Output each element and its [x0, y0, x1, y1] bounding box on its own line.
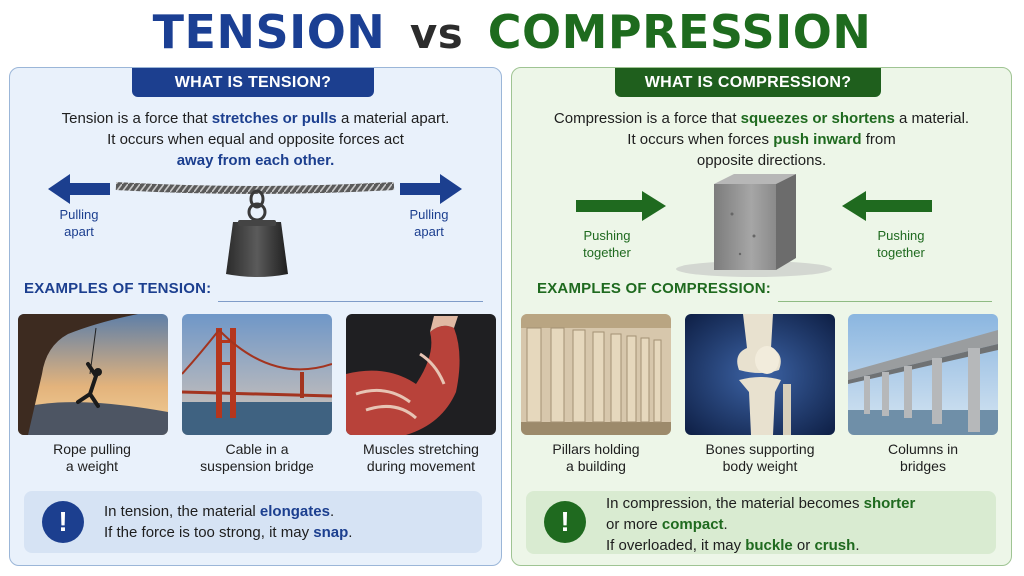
- compression-left-label-line: together: [583, 245, 631, 260]
- caption-line: a weight: [65, 458, 119, 474]
- right-pull-arrow-icon: [400, 174, 462, 204]
- note-highlight: compact: [661, 516, 724, 533]
- note-text: If the force is too strong, it may: [104, 524, 314, 541]
- caption-line: during movement: [366, 458, 476, 474]
- left-pull-arrow-icon: [48, 174, 110, 204]
- concrete-block-illustration: [676, 174, 832, 277]
- compression-left-label: Pushing together: [570, 227, 644, 261]
- compression-right-label-line: together: [877, 245, 925, 260]
- exclamation-icon: !: [544, 501, 586, 543]
- caption-line: Pillars holding: [552, 441, 640, 457]
- tension-right-label-line: apart: [414, 224, 444, 239]
- tension-left-label-line: Pulling: [59, 207, 99, 222]
- compression-def-text: opposite directions.: [696, 152, 827, 169]
- note-highlight: buckle: [745, 537, 793, 554]
- compression-def-text: a material.: [894, 110, 970, 127]
- note-highlight: shorter: [863, 495, 916, 512]
- right-push-arrow-icon: [842, 191, 932, 221]
- compression-def-text: It occurs when forces: [627, 131, 774, 148]
- caption-line: Muscles stretching: [363, 441, 479, 457]
- caption-line: Rope pulling: [53, 441, 131, 457]
- tension-panel: WHAT IS TENSION? Tension is a force that…: [9, 67, 502, 566]
- compression-def-highlight: squeezes or shortens: [740, 110, 895, 127]
- compression-header: WHAT IS COMPRESSION?: [615, 68, 881, 97]
- title-vs: vs: [409, 9, 464, 58]
- note-text: .: [723, 516, 728, 533]
- note-text: or: [792, 537, 815, 554]
- tension-note-text: In tension, the material elongates. If t…: [104, 501, 352, 543]
- compression-example-caption: Columns in bridges: [843, 441, 1003, 475]
- note-text: .: [348, 524, 353, 541]
- compression-def-text: from: [861, 131, 896, 148]
- caption-line: bridges: [900, 458, 946, 474]
- compression-examples-heading: EXAMPLES OF COMPRESSION:: [537, 280, 771, 297]
- knee-bones-image: [685, 314, 835, 435]
- caption-line: Cable in a: [225, 441, 289, 457]
- suspension-bridge-image: [182, 314, 332, 435]
- note-text: or more: [606, 516, 662, 533]
- note-text: If overloaded, it may: [606, 537, 746, 554]
- exclamation-icon: !: [42, 501, 84, 543]
- compression-example-caption: Bones supporting body weight: [680, 441, 840, 475]
- note-text: In compression, the material becomes: [606, 495, 864, 512]
- compression-example-caption: Pillars holding a building: [516, 441, 676, 475]
- rope-weight-illustration: [115, 182, 395, 277]
- note-text: .: [855, 537, 860, 554]
- note-text: .: [329, 503, 335, 520]
- tension-examples-heading: EXAMPLES OF TENSION:: [24, 280, 212, 297]
- left-push-arrow-icon: [576, 191, 666, 221]
- tension-def-text: a material apart.: [336, 110, 450, 127]
- compression-def-text: Compression is a force that: [553, 110, 741, 127]
- note-highlight: elongates: [259, 503, 330, 520]
- compression-def-highlight: push inward: [773, 131, 862, 148]
- title-tension: TENSION: [152, 5, 386, 59]
- tension-header: WHAT IS TENSION?: [132, 68, 374, 97]
- caption-line: suspension bridge: [200, 458, 314, 474]
- note-text: In tension, the material: [104, 503, 260, 520]
- compression-note-text: In compression, the material becomes sho…: [606, 493, 915, 556]
- compression-right-label-line: Pushing: [877, 228, 925, 243]
- caption-line: Columns in: [887, 441, 959, 457]
- tension-left-label-line: apart: [64, 224, 94, 239]
- caption-line: body weight: [722, 458, 798, 474]
- compression-note: ! In compression, the material becomes s…: [526, 491, 996, 554]
- tension-def-text: It occurs when equal and opposite forces…: [107, 131, 404, 148]
- tension-right-label: Pulling apart: [396, 206, 462, 240]
- tension-left-label: Pulling apart: [46, 206, 112, 240]
- tension-right-label-line: Pulling: [409, 207, 449, 222]
- note-highlight: snap: [313, 524, 349, 541]
- tension-example-caption: Rope pulling a weight: [12, 441, 172, 475]
- pillars-image: [521, 314, 671, 435]
- divider: [778, 301, 992, 302]
- muscle-arm-image: [346, 314, 496, 435]
- note-highlight: crush: [814, 537, 856, 554]
- tension-def-text: Tension is a force that: [61, 110, 212, 127]
- tension-example-caption: Muscles stretching during movement: [341, 441, 501, 475]
- page-title: TENSION vs COMPRESSION: [0, 2, 1024, 64]
- caption-line: Bones supporting: [705, 441, 815, 457]
- compression-definition: Compression is a force that squeezes or …: [512, 108, 1011, 171]
- tension-def-highlight: away from each other.: [176, 152, 335, 169]
- tension-note: ! In tension, the material elongates. If…: [24, 491, 482, 553]
- caption-line: a building: [566, 458, 626, 474]
- compression-right-label: Pushing together: [864, 227, 938, 261]
- tension-def-highlight: stretches or pulls: [211, 110, 337, 127]
- compression-left-label-line: Pushing: [583, 228, 631, 243]
- rope-climber-image: [18, 314, 168, 435]
- tension-example-caption: Cable in a suspension bridge: [177, 441, 337, 475]
- bridge-columns-image: [848, 314, 998, 435]
- compression-panel: WHAT IS COMPRESSION? Compression is a fo…: [511, 67, 1012, 566]
- title-compression: COMPRESSION: [487, 5, 872, 59]
- divider: [218, 301, 483, 302]
- tension-definition: Tension is a force that stretches or pul…: [10, 108, 501, 171]
